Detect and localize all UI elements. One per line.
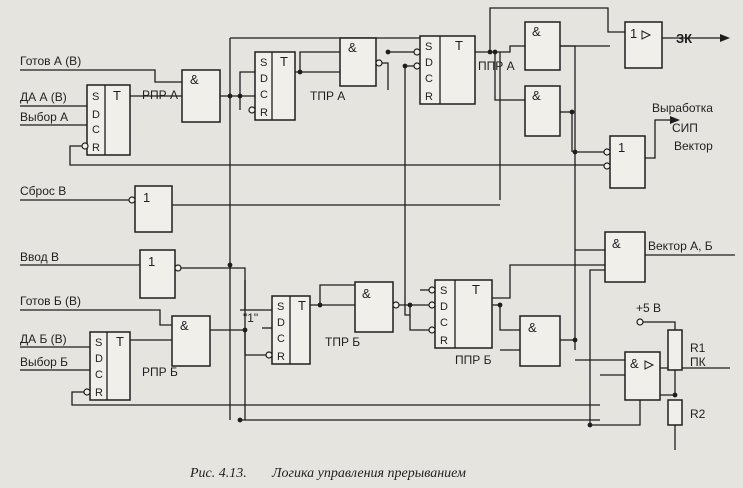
pin-c: C — [260, 89, 268, 101]
and-gate-b1: & — [171, 315, 211, 367]
trigger-symbol: T — [113, 88, 121, 103]
pin-s: S — [425, 41, 432, 53]
pin-d: D — [440, 301, 448, 313]
zk-output-label: ЗК — [676, 31, 692, 46]
supply-plus5: +5 В — [636, 301, 661, 315]
ppr-a-trigger: S D C R T — [413, 35, 476, 105]
and-gate-a1: & — [181, 69, 221, 123]
pin-d: D — [260, 73, 268, 85]
and-gate-a2: & — [339, 37, 383, 87]
and-gate-b3: & — [519, 315, 561, 367]
output-sip: СИП — [672, 121, 698, 135]
ppr-b-label: ППР Б — [455, 353, 492, 367]
or-symbol: 1 — [143, 190, 150, 205]
and-symbol: & — [612, 236, 621, 251]
rpr-a-label: РПР А — [142, 88, 178, 102]
tpr-a-trigger: S D C R T — [248, 51, 296, 121]
and-symbol: & — [348, 40, 357, 55]
trigger-symbol: T — [455, 38, 463, 53]
or-symbol: 1 — [148, 254, 155, 269]
and-gate-a3: & — [524, 21, 561, 71]
input-gotov-b: Готов Б (В) — [20, 294, 81, 308]
input-da-a: ДА А (В) — [20, 90, 67, 104]
pin-d: D — [95, 353, 103, 365]
buffer-zk: 1 — [624, 21, 663, 69]
and-gate-pk: & — [624, 351, 661, 401]
pull-up-supply — [636, 318, 644, 326]
and-gate-vektor-ab: & — [604, 231, 646, 283]
pin-r: R — [260, 107, 268, 119]
junction-dots — [227, 49, 678, 428]
rpr-b-label: РПР Б — [142, 365, 178, 379]
pin-s: S — [440, 285, 447, 297]
pin-d: D — [425, 57, 433, 69]
and-gate-a4: & — [524, 85, 561, 137]
pin-c: C — [277, 333, 285, 345]
resistor-r1 — [667, 329, 683, 371]
output-vektor-ab: Вектор А, Б — [648, 239, 713, 253]
and-symbol: & — [362, 286, 371, 301]
trigger-symbol: T — [116, 334, 124, 349]
not-gate-vvod: 1 — [139, 249, 182, 299]
pin-d: D — [92, 109, 100, 121]
output-pk: ПК — [690, 355, 706, 369]
pin-r: R — [277, 351, 285, 363]
rpr-b-trigger: S D C R T — [83, 331, 131, 401]
trigger-symbol: T — [280, 54, 288, 69]
pin-r: R — [95, 387, 103, 399]
resistor-r2 — [667, 399, 683, 426]
input-vybor-b: Выбор Б — [20, 355, 68, 369]
input-vvod: Ввод В — [20, 250, 59, 264]
pin-s: S — [260, 57, 267, 69]
output-vyrabotka: Выработка — [652, 101, 713, 115]
r1-label: R1 — [690, 341, 706, 355]
input-da-b: ДА Б (В) — [20, 332, 67, 346]
rpr-a-trigger: S D C R T — [81, 84, 131, 156]
and-symbol: & — [532, 24, 541, 39]
not-gate-sbros: 1 — [128, 185, 173, 233]
or-symbol: 1 — [618, 140, 625, 155]
tpr-a-label: ТПР А — [310, 89, 345, 103]
tpr-b-trigger: S D C R T — [265, 295, 311, 365]
and-symbol: & — [630, 356, 639, 371]
pin-r: R — [440, 335, 448, 347]
wiring — [20, 7, 735, 450]
pin-s: S — [277, 301, 284, 313]
and-symbol: & — [532, 88, 541, 103]
r2-label: R2 — [690, 407, 706, 421]
pin-c: C — [92, 124, 100, 136]
and-symbol: & — [528, 320, 537, 335]
pin-d: D — [277, 317, 285, 329]
pin-s: S — [92, 91, 99, 103]
and-gate-b2: & — [354, 281, 400, 333]
pin-s: S — [95, 337, 102, 349]
and-symbol: & — [190, 72, 199, 87]
or-symbol: 1 — [630, 26, 637, 41]
output-vektor: Вектор — [674, 139, 713, 153]
figure-caption-text: Логика управления прерыванием — [271, 466, 466, 481]
pin-r: R — [425, 91, 433, 103]
pin-c: C — [440, 317, 448, 329]
input-vybor-a: Выбор А — [20, 110, 68, 124]
trigger-symbol: T — [298, 298, 306, 313]
pin-c: C — [425, 73, 433, 85]
input-gotov-a: Готов А (В) — [20, 54, 81, 68]
and-symbol: & — [180, 318, 189, 333]
input-sbros: Сброс В — [20, 184, 66, 198]
or-gate-sip: 1 — [603, 135, 646, 189]
ppr-b-trigger: S D C R T — [428, 279, 493, 349]
ppr-a-label: ППР А — [478, 59, 515, 73]
pin-r: R — [92, 142, 100, 154]
forced-one-label: "1" — [243, 311, 258, 325]
trigger-symbol: T — [472, 282, 480, 297]
tpr-b-label: ТПР Б — [325, 335, 360, 349]
pin-c: C — [95, 369, 103, 381]
figure-caption-prefix: Рис. 4.13. — [189, 466, 247, 481]
